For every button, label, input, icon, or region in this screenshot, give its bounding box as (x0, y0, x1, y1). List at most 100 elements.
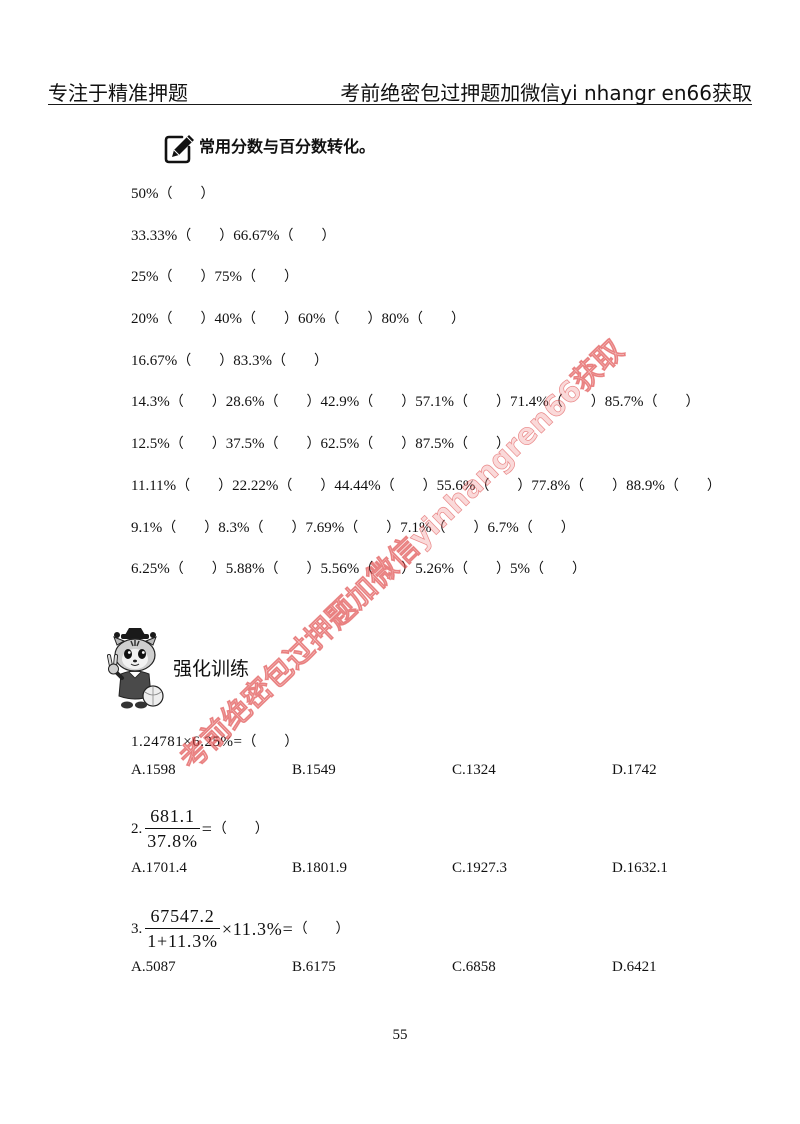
percent-value: 7.1% (400, 519, 432, 536)
answer-blank: （ ） (380, 477, 437, 494)
answer-blank: （ ） (409, 311, 465, 328)
percent-value: 75% (214, 269, 243, 286)
percent-value: 71.4% (510, 394, 549, 411)
answer-blank: （ ） (344, 519, 401, 536)
percent-value: 44.44% (334, 477, 381, 494)
answer-blank: （ ） (249, 519, 306, 536)
answer-blank: （ ） (242, 311, 298, 328)
header-right-text: 考前绝密包过押题加微信yi nhangr en66获取 (340, 81, 752, 105)
question-number: 3. (131, 920, 143, 937)
answer-blank: （ ） (272, 352, 328, 369)
conversion-row: 50%（ ） (131, 174, 771, 216)
question-2: 2. 681.1 37.8% = （ ） (131, 804, 269, 853)
percent-value: 9.1% (131, 519, 163, 536)
answer-blank: （ ） (454, 394, 510, 411)
percent-value: 57.1% (415, 394, 454, 411)
section-title: 常用分数与百分数转化。 (199, 137, 376, 156)
training-title: 强化训练 (173, 658, 250, 680)
answer-blank: （ ） (162, 519, 219, 536)
fraction-numerator: 681.1 (150, 806, 195, 826)
percent-value: 16.67% (131, 352, 178, 369)
answer-blank: （ ） (177, 352, 234, 369)
answer-blank: （ ） (169, 561, 226, 578)
option-d: D.6421 (612, 959, 657, 975)
percent-value: 5% (510, 561, 530, 578)
answer-blank: （ ） (643, 394, 700, 411)
conversion-row: 25%（ ）75%（ ） (131, 257, 771, 299)
percent-value: 40% (214, 311, 243, 328)
answer-blank: （ ） (278, 477, 335, 494)
header-divider (48, 103, 752, 105)
answer-blank: （ ） (158, 311, 215, 328)
percent-value: 88.9% (626, 477, 665, 494)
percent-value: 11.11% (131, 477, 177, 494)
option-c: C.1927.3 (452, 860, 508, 876)
conversion-row: 14.3%（ ）28.6%（ ）42.9%（ ）57.1%（ ）71.4%（ ）… (131, 382, 771, 424)
percent-value: 77.8% (531, 477, 571, 494)
option-d: D.1632.1 (612, 860, 668, 876)
answer-blank: （ ） (264, 561, 321, 578)
answer-blank: （ ） (158, 186, 215, 202)
answer-blank: （ ） (359, 394, 416, 411)
answer-blank: （ ） (177, 227, 234, 244)
fraction-numerator: 67547.2 (150, 906, 215, 926)
answer-blank: （ ） (431, 519, 488, 536)
percent-value: 14.3% (131, 394, 170, 411)
answer-blank: （ ） (293, 920, 350, 937)
question-2-options: A.1701.4 B.1801.9 C.1927.3 D.1632.1 (131, 857, 771, 879)
answer-blank: （ ） (570, 477, 627, 494)
answer-blank: （ ） (518, 519, 575, 536)
percent-value: 60% (298, 311, 326, 328)
percent-value: 25% (131, 269, 159, 286)
answer-blank: （ ） (454, 436, 510, 453)
page-number: 55 (392, 1027, 408, 1043)
fraction-denominator: 37.8% (147, 831, 198, 851)
percent-value: 50% (131, 186, 159, 202)
percent-value: 5.88% (225, 561, 265, 578)
fraction-bar (145, 828, 200, 829)
answer-blank: （ ） (264, 394, 321, 411)
question-1-options: A.1598 B.1549 C.1324 D.1742 (131, 759, 771, 781)
option-a: A.1701.4 (131, 860, 187, 876)
fraction-bar (145, 928, 220, 929)
percent-value: 28.6% (225, 394, 265, 411)
header-left-text: 专注于精准押题 (48, 81, 188, 105)
conversion-row: 9.1%（ ）8.3%（ ）7.69%（ ）7.1%（ ）6.7%（ ） (131, 508, 771, 550)
answer-blank: （ ） (359, 436, 416, 453)
percent-value: 85.7% (604, 394, 644, 411)
answer-blank: （ ） (242, 734, 299, 750)
answer-blank: （ ） (279, 227, 336, 244)
answer-blank: （ ） (359, 561, 416, 578)
percent-value: 8.3% (218, 519, 250, 536)
percent-value: 80% (381, 311, 410, 328)
percent-value: 12.5% (131, 436, 170, 453)
option-c: C.6858 (452, 959, 496, 975)
edit-icon (164, 135, 194, 164)
conversion-row: 11.11%（ ）22.22%（ ）44.44%（ ）55.6%（ ）77.8%… (131, 466, 771, 508)
conversion-row: 6.25%（ ）5.88%（ ）5.56%（ ）5.26%（ ）5%（ ） (131, 549, 771, 591)
option-c: C.1324 (452, 762, 496, 778)
percent-value: 6.7% (487, 519, 519, 536)
option-a: A.5087 (131, 959, 176, 975)
percent-value: 22.22% (232, 477, 279, 494)
percent-value: 6.25% (131, 561, 170, 578)
answer-blank: （ ） (548, 394, 605, 411)
option-a: A.1598 (131, 762, 176, 778)
answer-blank: （ ） (475, 477, 532, 494)
question-3: 3. 67547.2 1+11.3% ×11.3%= （ ） (131, 904, 350, 953)
percent-value: 66.67% (233, 227, 280, 244)
answer-blank: （ ） (212, 820, 269, 837)
question-3-options: A.5087 B.6175 C.6858 D.6421 (131, 956, 771, 978)
conversion-row: 12.5%（ ）37.5%（ ）62.5%（ ）87.5%（ ） (131, 424, 771, 466)
equation-tail: = (201, 818, 213, 839)
answer-blank: （ ） (664, 477, 721, 494)
answer-blank: （ ） (176, 477, 233, 494)
option-d: D.1742 (612, 762, 657, 778)
percent-value: 83.3% (233, 352, 272, 369)
fraction-denominator: 1+11.3% (147, 931, 218, 951)
percent-value: 55.6% (436, 477, 476, 494)
percent-value: 7.69% (305, 519, 345, 536)
fraction: 67547.2 1+11.3% (145, 904, 220, 953)
percent-value: 20% (131, 311, 159, 328)
